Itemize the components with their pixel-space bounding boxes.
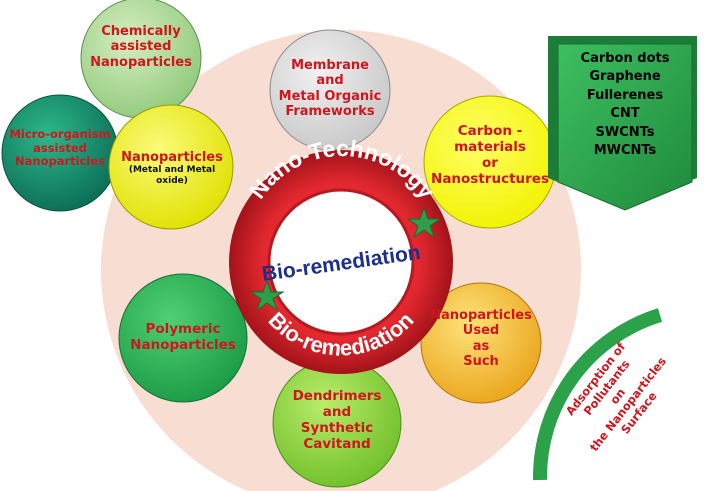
node-dendrimers-label: Dendrimers and Synthetic Cavitand <box>292 388 382 452</box>
node-polymeric-circle <box>118 273 248 403</box>
node-microorganism-label: Micro-organism assisted Nanoparticles <box>9 127 111 169</box>
carbon-list-item: MWCNTs <box>593 143 657 159</box>
carbon-list-item: Graphene <box>589 69 661 85</box>
adsorption-arc <box>532 308 663 481</box>
carbon-list-item: SWCNTs <box>595 124 655 140</box>
carbon-banner <box>557 43 693 211</box>
carbon-list-item: Carbon dots <box>580 51 670 66</box>
node-nanoparticles-metal-label: Nanoparticles (Metal and Metal oxide) <box>121 150 223 186</box>
node-used-as-such-circle <box>420 282 542 404</box>
node-membrane-label: Membrane and Metal Organic Frameworks <box>278 58 382 119</box>
node-membrane-circle <box>269 29 391 151</box>
carbon-list-item: Fullerenes <box>586 87 664 103</box>
node-carbon-label: Carbon - materials or Nanostructures <box>431 123 549 187</box>
node-nanoparticles-metal-circle <box>108 104 234 230</box>
star-icon <box>406 206 442 239</box>
center-inner-disc <box>267 188 415 336</box>
node-polymeric-label: Polymeric Nanoparticles <box>130 321 236 353</box>
carbon-list-item: CNT <box>610 106 640 122</box>
star-icon <box>249 279 285 312</box>
node-chemically-label: Chemically assisted Nanoparticles <box>90 24 192 70</box>
carbon-list: Carbon dots Graphene Fullerenes CNT SWCN… <box>562 50 688 161</box>
node-used-as-such-label: Nanoparticles Used as Such <box>430 308 532 369</box>
